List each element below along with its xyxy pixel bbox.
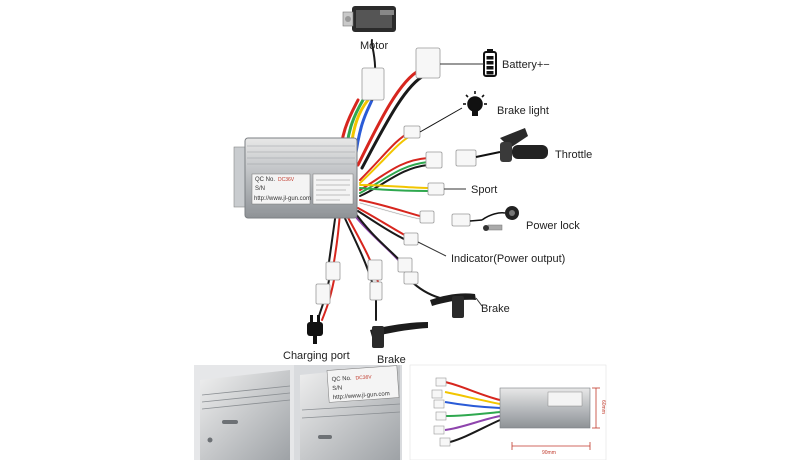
panel-qc-value: DC36V xyxy=(355,374,372,381)
power-lock-label: Power lock xyxy=(526,220,580,232)
motor-connector xyxy=(361,67,385,101)
panel-qc-label: QC No. xyxy=(331,376,352,383)
brake-right-connector xyxy=(397,257,413,273)
dimension-height: 60mm xyxy=(600,400,606,414)
qc-value: DC36V xyxy=(278,177,295,183)
motor-label: Motor xyxy=(360,40,388,52)
light-bulb-icon xyxy=(419,91,487,133)
throttle-connector xyxy=(425,151,443,169)
charging-connector xyxy=(325,261,341,281)
brake-light-connector xyxy=(403,125,421,139)
throttle-plug xyxy=(455,149,477,167)
brake-right-label: Brake xyxy=(481,303,510,315)
charging-port-label: Charging port xyxy=(283,350,350,362)
brake-light-label: Brake light xyxy=(497,105,549,117)
charging-plug-icon xyxy=(307,315,323,344)
charging-plug xyxy=(315,283,331,305)
sport-connector xyxy=(427,182,445,196)
brake-bottom-plug xyxy=(369,281,383,301)
battery-icon xyxy=(440,49,497,77)
indicator-leader xyxy=(417,241,447,257)
throttle-icon xyxy=(475,128,548,162)
power-lock-plug xyxy=(451,213,471,227)
photo-panel-label: QC No. DC36V S/N http://www.jl-gun.com xyxy=(294,365,402,460)
battery-label: Battery+− xyxy=(502,59,550,71)
controller-box: QC No. DC36V S/N http://www.jl-gun.com xyxy=(233,137,358,219)
website-label: http://www.jl-gun.com xyxy=(254,196,311,202)
panel-website-label: http://www.jl-gun.com xyxy=(333,391,390,401)
power-lock-connector xyxy=(419,210,435,224)
sport-label: Sport xyxy=(471,184,497,196)
throttle-label: Throttle xyxy=(555,149,592,161)
brake-bottom-connector xyxy=(367,259,383,281)
dimension-width: 90mm xyxy=(542,450,556,456)
qc-label: QC No. xyxy=(255,177,275,183)
brake-lever-right-icon xyxy=(430,293,483,318)
indicator-label: Indicator(Power output) xyxy=(451,253,565,265)
brake-right-plug xyxy=(403,271,419,285)
panel-sn-label: S/N xyxy=(332,385,342,392)
indicator-connector xyxy=(403,232,419,246)
sn-label: S/N xyxy=(255,186,265,192)
photo-panel-corner xyxy=(194,365,294,460)
photo-panel-dimensions: 60mm 90mm xyxy=(409,364,607,460)
motor-icon xyxy=(342,6,396,32)
brake-bottom-label: Brake xyxy=(377,354,406,366)
connectors xyxy=(315,47,477,305)
key-lock-icon xyxy=(469,206,519,231)
brake-lever-bottom-icon xyxy=(370,322,428,348)
battery-connector xyxy=(415,47,441,79)
